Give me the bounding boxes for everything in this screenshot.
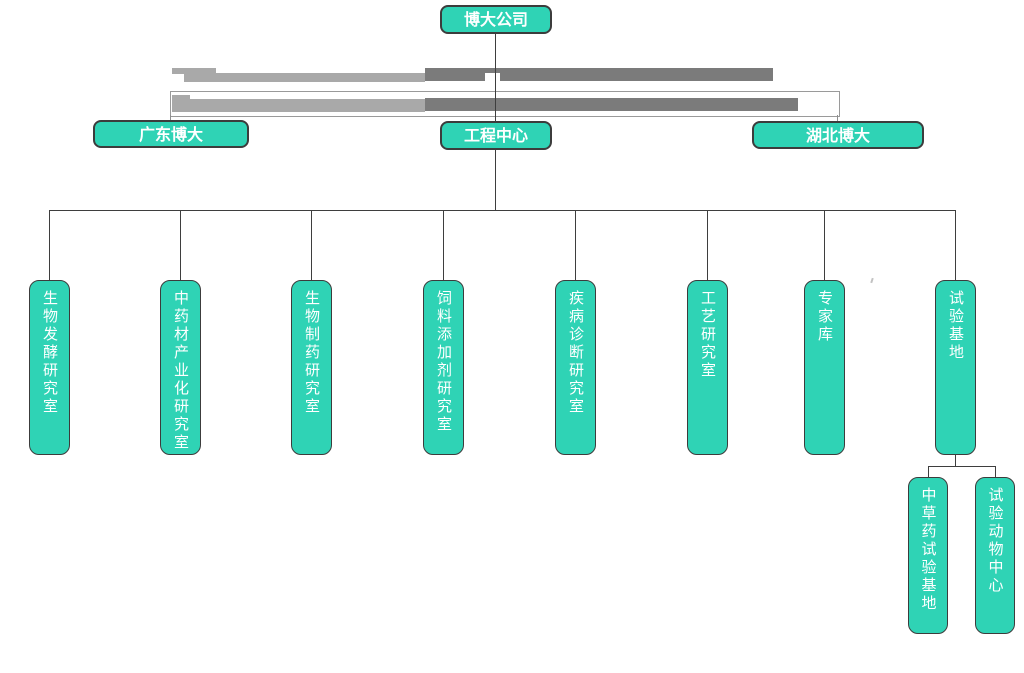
org-node-label: 饲料添加剂研究室: [435, 290, 453, 434]
connector-drop: [49, 210, 50, 280]
org-node-guangdong-boda: 广东博大: [93, 120, 249, 148]
org-node-process-lab: 工艺研究室: [687, 280, 728, 455]
org-node-test-animal-center: 试验动物中心: [975, 477, 1015, 634]
connector-drop: [311, 210, 312, 280]
org-node-engineering-center: 工程中心: [440, 121, 552, 150]
redacted-text-bar: [425, 98, 798, 111]
connector-drop: [575, 210, 576, 280]
redacted-text-bar: [172, 68, 216, 74]
org-node-label: 广东博大: [138, 125, 203, 144]
redacted-text-bar: [172, 95, 190, 100]
org-node-biopharma-lab: 生物制药研究室: [291, 280, 332, 455]
org-node-bio-fermentation-lab: 生物发酵研究室: [29, 280, 70, 455]
org-node-root: 博大公司: [440, 5, 552, 34]
connector-stub-left: [170, 115, 171, 120]
connector-root-to-branches: [495, 34, 496, 121]
connector-drop: [995, 466, 996, 477]
branch-connector-frame: [170, 91, 840, 117]
org-node-herbal-test-base: 中草药试验基地: [908, 477, 948, 634]
org-node-label: 生物发酵研究室: [41, 290, 59, 416]
redacted-text-bar: [425, 68, 773, 81]
connector-drop: [928, 466, 929, 477]
org-node-label: 湖北博大: [805, 126, 870, 145]
org-node-tcm-industrialization-lab: 中药材产业化研究室: [160, 280, 201, 455]
connector-center-down: [495, 150, 496, 210]
connector-testbase-down: [955, 455, 956, 466]
connector-testbase-hline: [928, 466, 996, 467]
connector-drop: [443, 210, 444, 280]
connector-drop: [824, 210, 825, 280]
connector-departments-hline: [49, 210, 956, 211]
connector-drop: [955, 210, 956, 280]
org-node-hubei-boda: 湖北博大: [752, 121, 924, 149]
org-node-label: 试验动物中心: [986, 487, 1005, 595]
org-node-label: 专家库: [816, 290, 834, 344]
org-node-label: 生物制药研究室: [303, 290, 321, 416]
org-node-label: 工艺研究室: [699, 290, 717, 380]
org-node-test-base: 试验基地: [935, 280, 976, 455]
org-node-label: 试验基地: [947, 290, 965, 362]
org-node-expert-pool: 专家库: [804, 280, 845, 455]
org-node-label: 中药材产业化研究室: [172, 290, 190, 452]
connector-drop: [180, 210, 181, 280]
org-node-label: 博大公司: [463, 10, 528, 29]
org-node-disease-diagnosis-lab: 疾病诊断研究室: [555, 280, 596, 455]
redacted-text-bar: [184, 73, 425, 82]
stray-mark: [870, 277, 874, 284]
org-node-label: 中草药试验基地: [919, 487, 938, 613]
org-node-label: 工程中心: [463, 126, 528, 145]
org-node-feed-additive-lab: 饲料添加剂研究室: [423, 280, 464, 455]
redacted-text-gap: [485, 73, 500, 81]
org-node-label: 疾病诊断研究室: [567, 290, 585, 416]
redacted-text-bar: [172, 99, 425, 112]
connector-stub-right: [837, 115, 838, 121]
connector-drop: [707, 210, 708, 280]
